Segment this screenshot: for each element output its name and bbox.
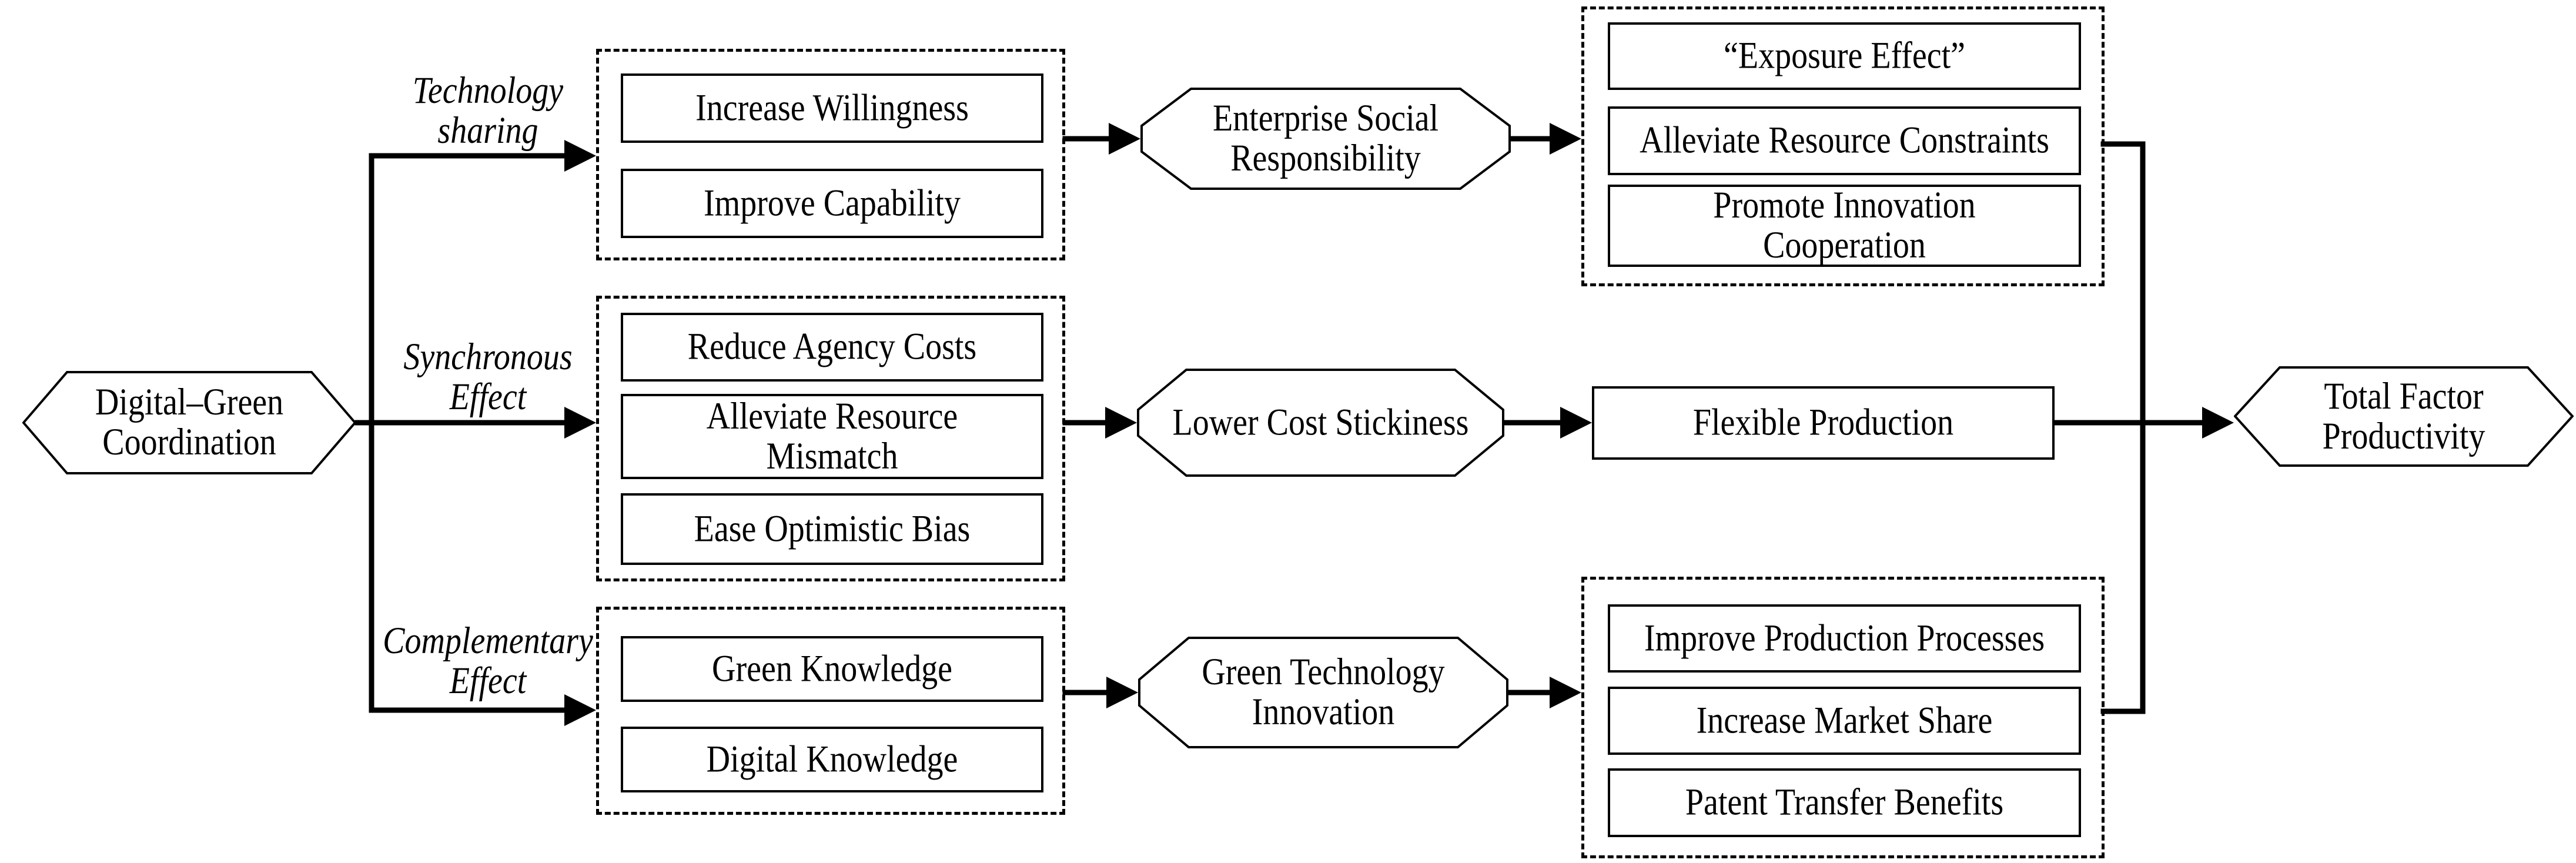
- arrowhead-middle-branch: [564, 407, 596, 439]
- path-label-complementary-effect: Complementary Effect: [364, 621, 611, 701]
- arrowhead-top-right-group: [1550, 123, 1581, 155]
- path-label-text: Synchronous Effect: [403, 336, 573, 418]
- box-alleviate-resource-constraints: Alleviate Resource Constraints: [1608, 106, 2081, 175]
- node-label: Enterprise Social Responsibility: [1212, 98, 1439, 179]
- box-promote-innovation-cooperation: Promote Innovation Cooperation: [1608, 185, 2081, 267]
- arrowhead-top-branch: [564, 140, 596, 172]
- node-total-factor-productivity: Total Factor Productivity: [2234, 366, 2574, 467]
- group-complementary-effect-mechanisms: [596, 607, 1065, 815]
- box-digital-knowledge: Digital Knowledge: [621, 727, 1043, 792]
- box-label: Reduce Agency Costs: [687, 326, 977, 368]
- path-label-text: Technology sharing: [412, 69, 564, 152]
- box-exposure-effect: “Exposure Effect”: [1608, 22, 2081, 90]
- box-label: Improve Capability: [703, 182, 961, 225]
- hexagon-shape: [2234, 366, 2574, 467]
- box-increase-market-share: Increase Market Share: [1608, 687, 2081, 755]
- box-label: Increase Willingness: [695, 86, 969, 129]
- node-digital-green-coordination: Digital–Green Coordination: [22, 370, 356, 475]
- node-label: Green Technology Innovation: [1202, 651, 1445, 733]
- path-label-text: Complementary Effect: [383, 620, 593, 702]
- path-label-synchronous-effect: Synchronous Effect: [364, 337, 611, 417]
- box-ease-optimistic-bias: Ease Optimistic Bias: [621, 493, 1043, 565]
- box-green-knowledge: Green Knowledge: [621, 636, 1043, 702]
- node-label: Lower Cost Stickiness: [1172, 401, 1469, 444]
- arrowhead-esr: [1109, 123, 1140, 155]
- arrowhead-flexible-production: [1560, 407, 1592, 439]
- arrowhead-bottom-right-group: [1550, 677, 1581, 708]
- node-label: Digital–Green Coordination: [95, 382, 284, 463]
- box-label: Promote Innovation Cooperation: [1713, 185, 1976, 266]
- box-label: Alleviate Resource Mismatch: [706, 395, 958, 477]
- box-label: Alleviate Resource Constraints: [1640, 119, 2049, 162]
- node-label: Total Factor Productivity: [2322, 375, 2485, 457]
- hexagon-shape: [1138, 637, 1508, 748]
- hexagon-shape: [1140, 88, 1511, 190]
- arrowhead-bottom-branch: [564, 694, 596, 726]
- box-label: Improve Production Processes: [1644, 617, 2045, 660]
- arrowhead-lcs: [1105, 407, 1137, 439]
- group-esr-outcomes: [1581, 6, 2105, 286]
- box-label: Flexible Production: [1692, 402, 1954, 444]
- group-gti-outcomes: [1581, 577, 2105, 858]
- hexagon-shape: [22, 371, 356, 474]
- box-label: “Exposure Effect”: [1724, 35, 1965, 77]
- box-alleviate-resource-mismatch: Alleviate Resource Mismatch: [621, 394, 1043, 479]
- box-flexible-production: Flexible Production: [1592, 386, 2055, 460]
- node-lower-cost-stickiness: Lower Cost Stickiness: [1137, 368, 1504, 477]
- box-improve-production-processes: Improve Production Processes: [1608, 604, 2081, 673]
- node-enterprise-social-responsibility: Enterprise Social Responsibility: [1140, 87, 1511, 190]
- box-increase-willingness: Increase Willingness: [621, 73, 1043, 143]
- group-technology-sharing-mechanisms: [596, 49, 1065, 260]
- box-label: Digital Knowledge: [706, 738, 958, 781]
- path-label-technology-sharing: Technology sharing: [364, 71, 611, 150]
- box-reduce-agency-costs: Reduce Agency Costs: [621, 313, 1043, 382]
- box-patent-transfer-benefits: Patent Transfer Benefits: [1608, 768, 2081, 837]
- arrowhead-sink: [2202, 407, 2234, 439]
- box-label: Green Knowledge: [712, 647, 952, 690]
- hexagon-shape: [1137, 369, 1504, 477]
- box-label: Ease Optimistic Bias: [694, 507, 971, 550]
- box-improve-capability: Improve Capability: [621, 169, 1043, 238]
- box-label: Increase Market Share: [1696, 699, 1993, 742]
- node-green-technology-innovation: Green Technology Innovation: [1138, 636, 1508, 749]
- box-label: Patent Transfer Benefits: [1685, 781, 2004, 824]
- outcome-bus-line: [2100, 141, 2146, 714]
- group-synchronous-effect-mechanisms: [596, 296, 1065, 581]
- branch-trunk-line: [369, 153, 568, 713]
- arrowhead-gti: [1106, 677, 1138, 708]
